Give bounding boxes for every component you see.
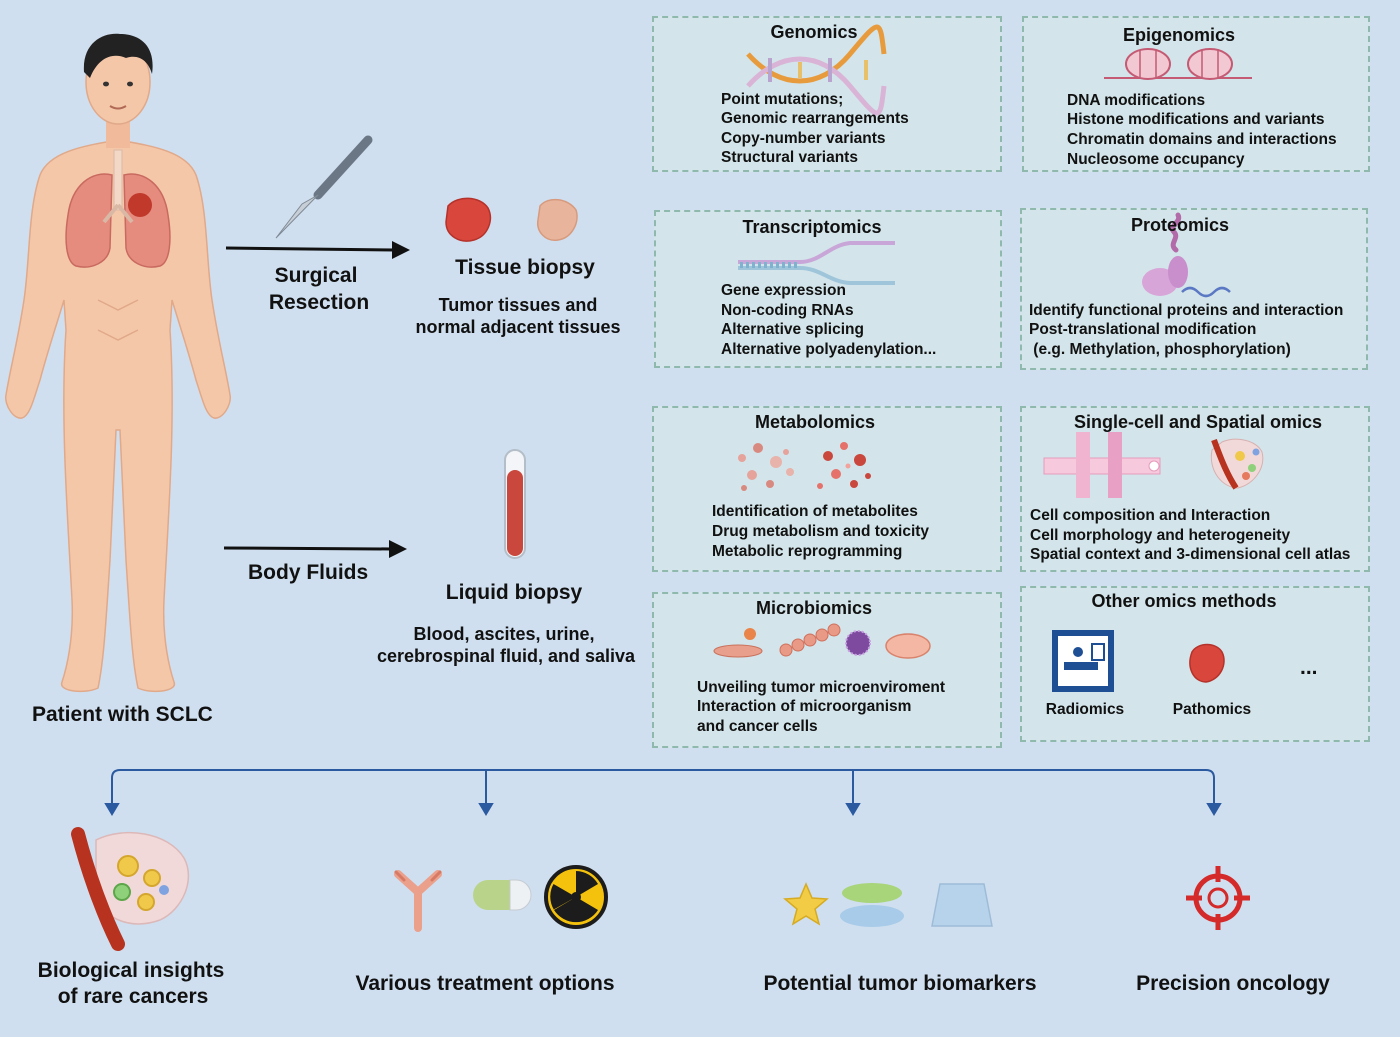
tumor-tissue-icon xyxy=(445,197,492,242)
microbiomics-panel xyxy=(652,592,1002,748)
radiation-icon xyxy=(544,865,608,929)
scalpel-icon xyxy=(275,135,373,239)
microbiomics-item: Unveiling tumor microenviroment xyxy=(697,679,946,696)
target-icon xyxy=(1186,866,1250,930)
antibody-icon xyxy=(394,870,442,932)
surgical-label-line1: Surgical xyxy=(274,264,358,287)
microbiomics-item: Interaction of microorganism xyxy=(697,698,912,715)
tissue-desc-line1: Tumor tissues and xyxy=(438,295,598,315)
metabolomics-panel xyxy=(652,406,1002,572)
surgical-label-line2: Resection xyxy=(268,291,370,314)
blood-tube-icon xyxy=(504,449,526,559)
star-icon xyxy=(783,882,829,926)
single-cell-item: Cell morphology and heterogeneity xyxy=(1030,527,1291,544)
epigenomics-panel xyxy=(1022,16,1370,172)
transcriptomics-panel xyxy=(654,210,1002,368)
single-cell-title: Single-cell and Spatial omics xyxy=(1073,412,1323,432)
genomics-item: Structural variants xyxy=(721,149,858,166)
tissue-desc-line2: normal adjacent tissues xyxy=(415,317,621,337)
transcriptomics-item: Alternative polyadenylation... xyxy=(721,341,937,358)
more-methods-ellipsis: ... xyxy=(1300,656,1318,679)
transcriptomics-title: Transcriptomics xyxy=(742,217,882,237)
biomarker-slab-icon xyxy=(931,883,993,927)
proteomics-title: Proteomics xyxy=(1130,215,1230,235)
transcriptomics-item: Alternative splicing xyxy=(721,321,864,338)
radiomics-label: Radiomics xyxy=(1045,701,1125,718)
genomics-item: Point mutations; xyxy=(721,91,844,108)
genomics-item: Copy-number variants xyxy=(721,130,886,147)
biomarker-capsule-icon xyxy=(840,883,904,927)
single-cell-item: Cell composition and Interaction xyxy=(1030,507,1271,524)
fluids-arrow xyxy=(223,540,407,558)
outcome-precision: Precision oncology xyxy=(1136,972,1330,995)
liquid-desc-line1: Blood, ascites, urine, xyxy=(413,624,595,644)
metabolomics-item: Drug metabolism and toxicity xyxy=(712,523,930,540)
metabolomics-item: Identification of metabolites xyxy=(712,503,918,520)
pathomics-label: Pathomics xyxy=(1172,701,1252,718)
outcome-insights-line1: Biological insights xyxy=(37,959,225,982)
epigenomics-item: Histone modifications and variants xyxy=(1067,111,1325,128)
epigenomics-item: Chromatin domains and interactions xyxy=(1067,131,1337,148)
outcome-insights-line2: of rare cancers xyxy=(57,985,209,1008)
outcome-treatment: Various treatment options xyxy=(355,972,615,995)
surgical-arrow xyxy=(225,241,410,259)
microbiomics-item: and cancer cells xyxy=(697,718,818,735)
transcriptomics-item: Non-coding RNAs xyxy=(721,302,854,319)
human-body-illustration xyxy=(5,33,231,693)
metabolomics-item: Metabolic reprogramming xyxy=(712,543,903,560)
metabolomics-title: Metabolomics xyxy=(754,412,876,432)
single-cell-item: Spatial context and 3-dimensional cell a… xyxy=(1030,546,1351,563)
genomics-title: Genomics xyxy=(770,22,858,42)
pill-icon xyxy=(473,879,532,911)
proteomics-item: Post-translational modification xyxy=(1029,321,1257,338)
outcome-biomarkers: Potential tumor biomarkers xyxy=(763,972,1037,995)
genomics-item: Genomic rearrangements xyxy=(721,110,909,127)
normal-tissue-icon xyxy=(537,198,578,241)
transcriptomics-item: Gene expression xyxy=(721,282,846,299)
epigenomics-title: Epigenomics xyxy=(1122,25,1236,45)
proteomics-item: (e.g. Methylation, phosphorylation) xyxy=(1029,341,1291,358)
other-omics-title: Other omics methods xyxy=(1091,591,1277,611)
liquid-desc-line2: cerebrospinal fluid, and saliva xyxy=(376,646,636,666)
outcome-connector xyxy=(104,769,1222,816)
fluids-label: Body Fluids xyxy=(248,561,369,584)
microbiomics-title: Microbiomics xyxy=(755,598,873,618)
epigenomics-item: Nucleosome occupancy xyxy=(1067,151,1245,168)
tissue-biopsy-title: Tissue biopsy xyxy=(455,256,595,279)
proteomics-item: Identify functional proteins and interac… xyxy=(1029,302,1344,319)
patient-label: Patient with SCLC xyxy=(32,703,213,726)
epigenomics-item: DNA modifications xyxy=(1067,92,1206,109)
liquid-biopsy-title: Liquid biopsy xyxy=(445,581,583,604)
tumor-microenvironment-icon xyxy=(71,827,190,951)
